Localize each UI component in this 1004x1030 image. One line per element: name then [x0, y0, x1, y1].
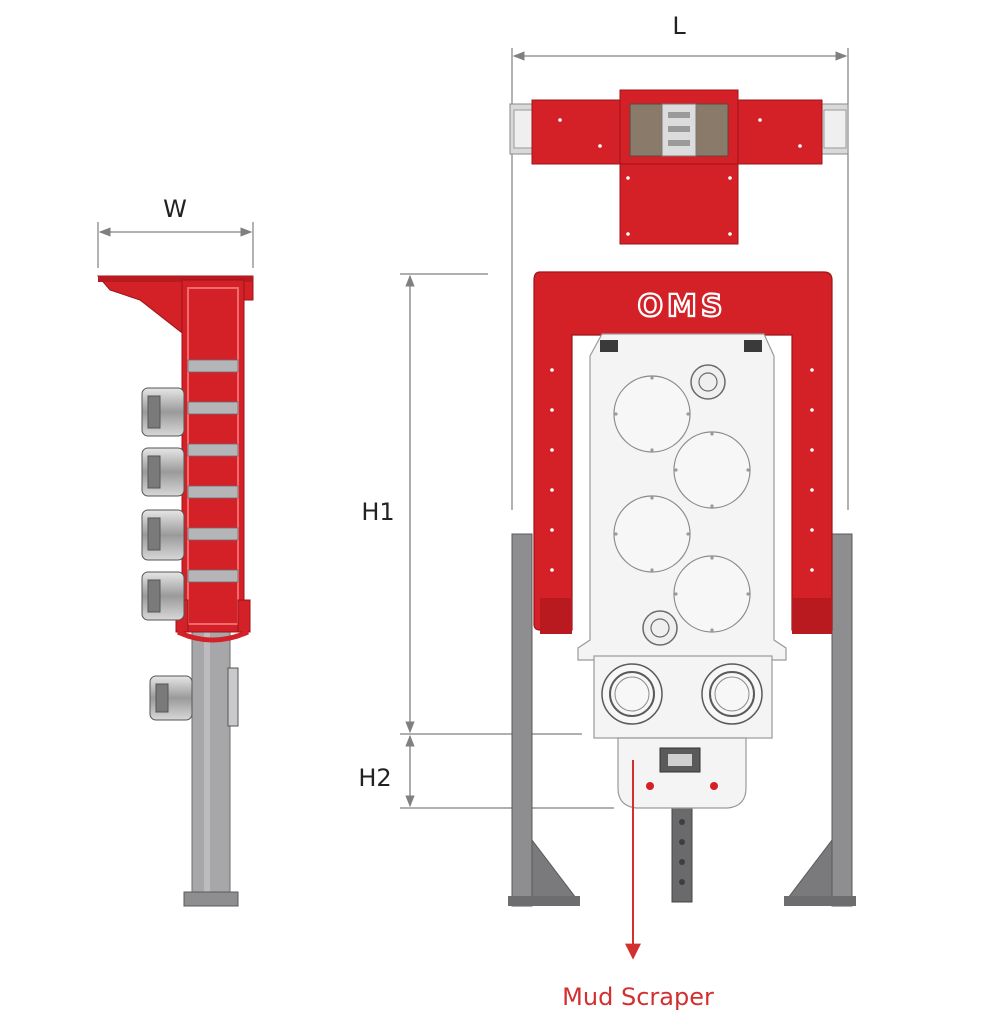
- clamp-jaw: [617, 737, 747, 809]
- clamp-cylinders: [601, 663, 763, 725]
- dimension-width: W: [97, 195, 254, 268]
- mud-scraper-callout: Mud Scraper: [562, 760, 714, 1011]
- mud-scraper-label: Mud Scraper: [562, 983, 714, 1011]
- bearings: [642, 364, 726, 646]
- top-clamp-assembly: [509, 89, 849, 245]
- dimension-width-label: W: [163, 195, 187, 223]
- dimension-heights: H1 H2: [358, 273, 614, 809]
- side-view: [96, 275, 254, 907]
- dimension-height1-label: H1: [361, 498, 394, 526]
- eccentric-weights: [613, 375, 751, 633]
- suppressor-frame: [533, 271, 833, 631]
- brand-logo: OMS: [638, 289, 727, 324]
- side-view-base-plate: [183, 891, 239, 907]
- dimension-height2-label: H2: [358, 764, 391, 792]
- side-view-motors: [141, 387, 239, 727]
- support-legs: [508, 533, 856, 907]
- dimension-length-label: L: [672, 12, 686, 40]
- front-view: OMS: [508, 89, 856, 1011]
